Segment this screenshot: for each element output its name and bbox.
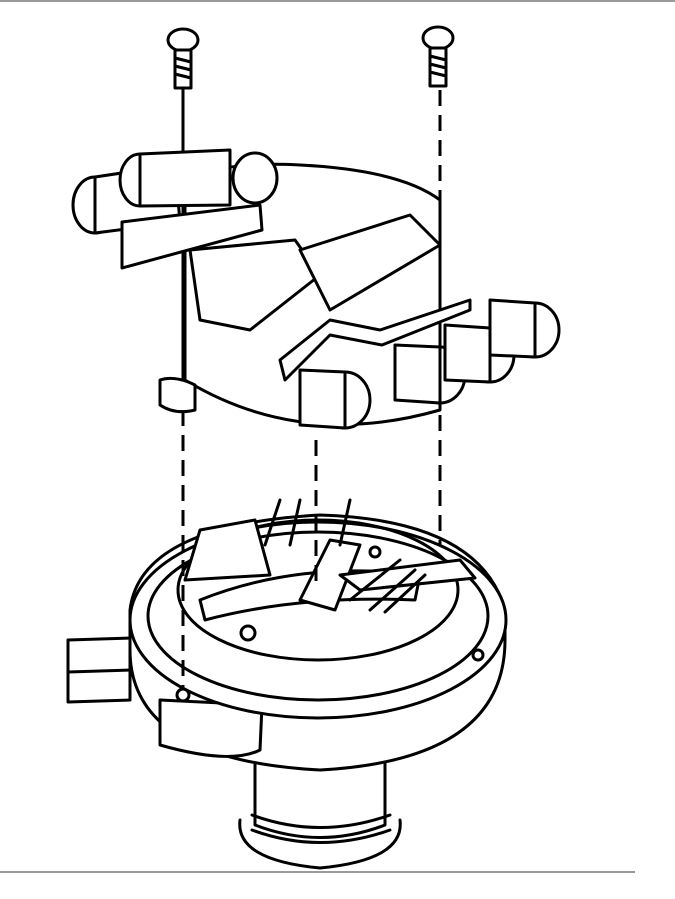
distributor-cap (71, 148, 561, 430)
screw-left (166, 27, 200, 90)
screw-right (421, 25, 455, 88)
distributor-base (66, 498, 508, 870)
